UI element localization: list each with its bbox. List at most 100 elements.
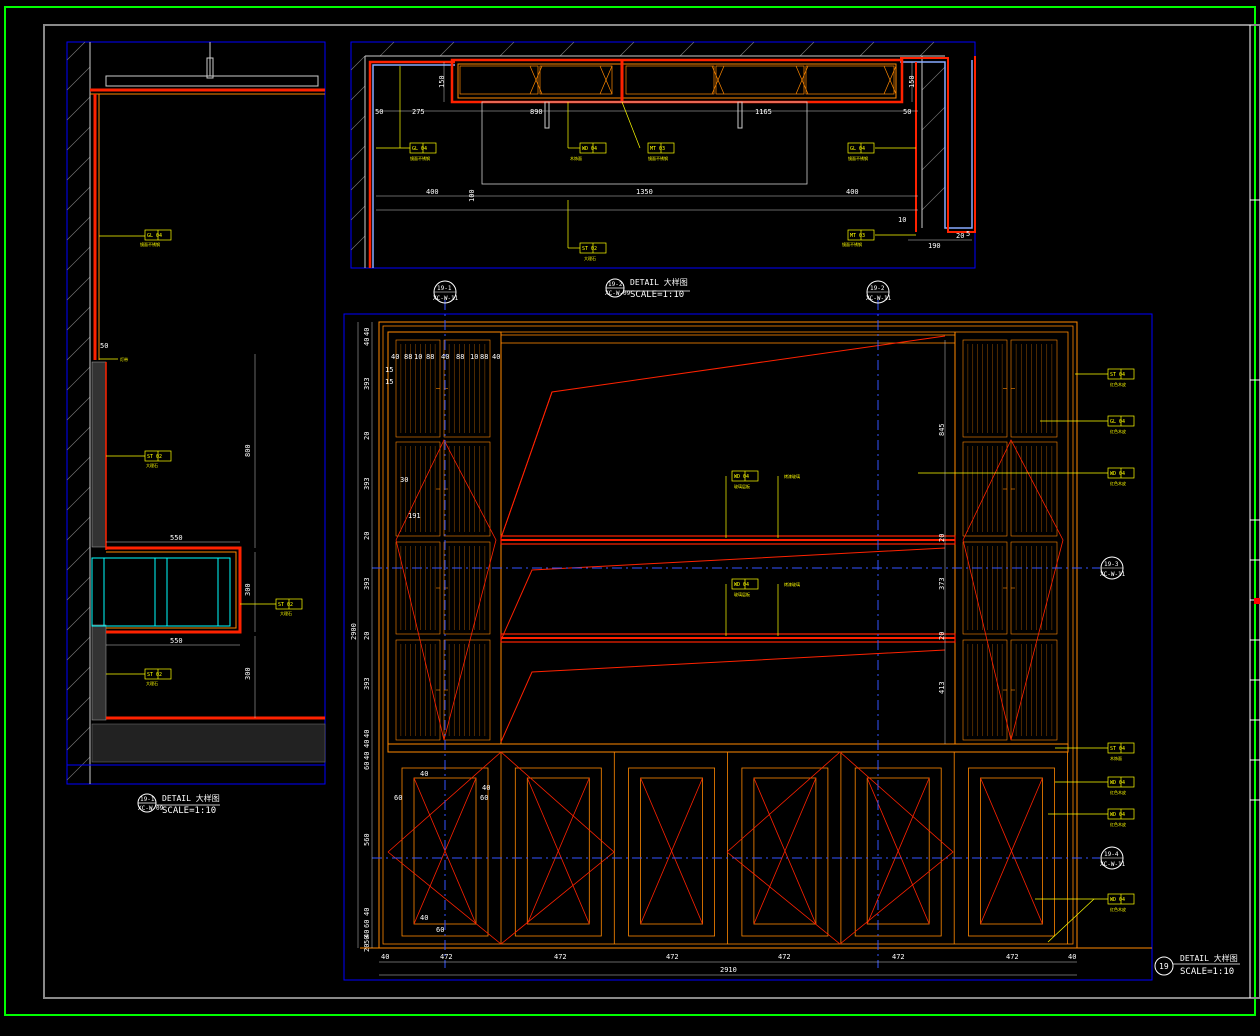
dim-top-4: 40 xyxy=(441,353,449,361)
title-block-ticks xyxy=(1250,199,1260,801)
note-3: 大理石 xyxy=(280,610,292,616)
axis-num-2: 19-3 xyxy=(1104,561,1119,568)
elev-note-4: 红色木皮 xyxy=(1110,789,1126,795)
dim-190: 190 xyxy=(928,242,941,250)
dim-800: 800 xyxy=(244,444,252,457)
detail-2-scale: SCALE=1:10 xyxy=(630,290,684,300)
elev-tag-8: WD 04 xyxy=(734,582,749,588)
dim-left-9: 40 xyxy=(363,730,371,738)
dim-misc-1: 15 xyxy=(385,378,393,386)
detail-title-19-3: 19-1 XC-W-09 DETAIL 大样图 SCALE=1:10 xyxy=(137,793,220,816)
dim-left-17: 50 xyxy=(363,936,371,944)
note-plan-2: 木饰面 xyxy=(570,155,582,161)
note-plan-6: 镜面不锈钢 xyxy=(842,241,862,247)
detail-2-title: DETAIL 大样图 xyxy=(630,277,688,287)
dim-top-1: 88 xyxy=(404,353,412,361)
elev-note-6: 红色木皮 xyxy=(1110,906,1126,912)
elev-note-mirror-b: 烤漆玻璃 xyxy=(784,581,800,587)
elev-tag-0: ST 04 xyxy=(1110,372,1125,378)
elev-note-7: 玻璃层板 xyxy=(734,483,750,489)
dim-left-3: 20 xyxy=(363,432,371,440)
elevation-labels: 2900404039320393203932039340404060560406… xyxy=(350,328,1126,974)
tag-plan-gl04a: GL 04 xyxy=(412,146,427,152)
dim-left-0: 40 xyxy=(363,328,371,336)
tag-plan-mt03b: MT 03 xyxy=(850,233,865,239)
dim-550b: 550 xyxy=(170,637,183,645)
tag-st02: ST 02 xyxy=(147,454,162,460)
dim-890: 890 xyxy=(530,108,543,116)
tag-plan-st02: ST 02 xyxy=(582,246,597,252)
dim-left-5: 20 xyxy=(363,532,371,540)
elev-tag-7: WD 04 xyxy=(734,474,749,480)
dim-100: 100 xyxy=(468,189,476,202)
elev-note-5: 红色木皮 xyxy=(1110,821,1126,827)
dim-275: 275 xyxy=(412,108,425,116)
dim-left-4: 393 xyxy=(363,477,371,490)
dim-300b: 300 xyxy=(244,667,252,680)
note-2: 大理石 xyxy=(146,462,158,468)
dim-top-3: 88 xyxy=(426,353,434,361)
tag-st02c: ST 02 xyxy=(147,672,162,678)
elev-note-0: 红色木皮 xyxy=(1110,381,1126,387)
dim-left-10: 40 xyxy=(363,740,371,748)
drawing-border xyxy=(43,24,1260,999)
dim-right-3: 20 xyxy=(938,632,946,640)
elev-tag-3: ST 04 xyxy=(1110,746,1125,752)
note-5: 灯带 xyxy=(120,356,128,362)
tag-plan-gl04b: GL 04 xyxy=(850,146,865,152)
dim-left-16: 40 xyxy=(363,930,371,938)
note-plan-1: 镜面不锈钢 xyxy=(410,155,430,161)
dim-bottom-2: 472 xyxy=(554,953,567,961)
dim-10: 10 xyxy=(898,216,906,224)
dim-misc-7: 60 xyxy=(480,794,488,802)
axis-sheet-3: XC-W-11 xyxy=(1100,861,1126,868)
section-detail-19-3 xyxy=(66,41,326,785)
title-block-mark xyxy=(1254,598,1260,604)
dim-50: 50 xyxy=(100,342,108,350)
dim-bottom-1: 472 xyxy=(440,953,453,961)
dim-left-1: 40 xyxy=(363,338,371,346)
dim-left-11: 40 xyxy=(363,752,371,760)
dim-left-15: 60 xyxy=(363,920,371,928)
dim-misc-8: 40 xyxy=(420,914,428,922)
dim-5: 5 xyxy=(966,230,970,238)
dim-bottom-7: 40 xyxy=(1068,953,1076,961)
dim-right-0: 845 xyxy=(938,423,946,436)
dim-total-height: 2900 xyxy=(350,623,358,640)
elev-note-2: 红色木皮 xyxy=(1110,480,1126,486)
dim-1350: 1350 xyxy=(636,188,653,196)
dim-misc-6: 40 xyxy=(482,784,490,792)
dim-misc-9: 60 xyxy=(436,926,444,934)
dim-top-2: 10 xyxy=(414,353,422,361)
dim-400b: 400 xyxy=(846,188,859,196)
dim-top-6: 10 xyxy=(470,353,478,361)
dim-left-14: 40 xyxy=(363,908,371,916)
dim-150b: 150 xyxy=(908,75,916,88)
dim-left-2: 393 xyxy=(363,377,371,390)
dim-top-8: 40 xyxy=(492,353,500,361)
elev-note-3: 木饰面 xyxy=(1110,755,1122,761)
axis-num-3: 19-4 xyxy=(1104,851,1119,858)
dim-bottom-0: 40 xyxy=(381,953,389,961)
dim-20: 20 xyxy=(956,232,964,240)
dim-top-0: 40 xyxy=(391,353,399,361)
tag-plan-wd04: WD 04 xyxy=(582,146,597,152)
dim-bottom-6: 472 xyxy=(1006,953,1019,961)
dim-right-1: 20 xyxy=(938,534,946,542)
tag-st02b: ST 02 xyxy=(278,602,293,608)
elev-note-8: 玻璃层板 xyxy=(734,591,750,597)
note-plan-4: 镜面不锈钢 xyxy=(848,155,868,161)
elev-tag-4: WD 04 xyxy=(1110,780,1125,786)
detail-3-scale: SCALE=1:10 xyxy=(162,806,216,816)
detail-3-title: DETAIL 大样图 xyxy=(162,793,220,803)
dim-misc-5: 60 xyxy=(394,794,402,802)
dim-50b: 50 xyxy=(903,108,911,116)
dim-right-2: 373 xyxy=(938,577,946,590)
axis-sheet-2: XC-W-11 xyxy=(1100,571,1126,578)
dim-left-6: 393 xyxy=(363,577,371,590)
detail-3-number: 19-1 xyxy=(140,796,155,803)
dim-left-13: 560 xyxy=(363,833,371,846)
detail-2-sheet: XC-W-09 xyxy=(605,290,631,297)
axis-num-1: 19-2 xyxy=(870,285,885,292)
